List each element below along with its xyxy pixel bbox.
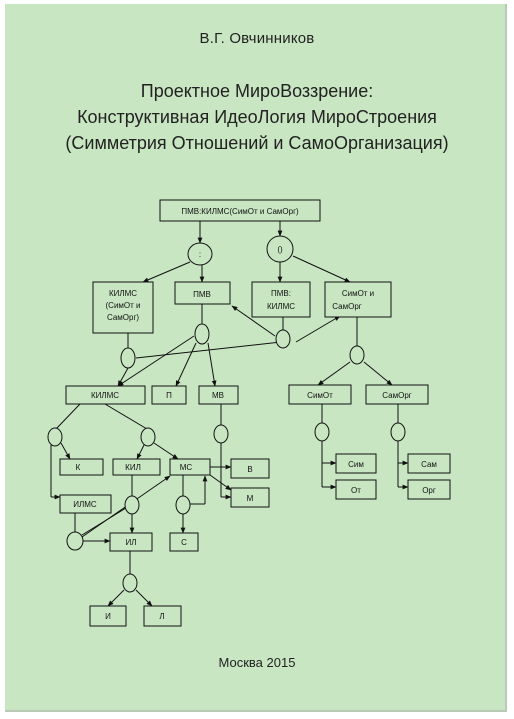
box-s-label: С [181, 538, 187, 547]
box-sim [335, 453, 377, 474]
box-v [230, 458, 270, 479]
title-line-2: Конструктивная ИдеоЛогия МироСтроения [77, 107, 437, 127]
node-mv-split [213, 424, 229, 444]
box-m [230, 487, 270, 508]
node-colon-label: : [199, 250, 201, 259]
box-l-label: Л [159, 612, 164, 621]
box-pmv-kilms [251, 281, 311, 318]
box-simot [288, 384, 352, 405]
book-title: Проектное МироВоззрение: Конструктивная … [0, 78, 514, 156]
box-kilms-simot-samorg-line1: КИЛМС [109, 289, 137, 298]
box-sim-label: Сим [348, 460, 364, 469]
node-kil-join [124, 495, 140, 515]
box-ilms-label: ИЛМС [73, 500, 97, 509]
box-k-label: К [76, 463, 81, 472]
node-colon [187, 242, 213, 266]
box-mv [198, 385, 239, 405]
box-kilms-simot-samorg [92, 281, 154, 334]
node-kilms-left [47, 427, 63, 447]
box-m-label: М [247, 494, 254, 503]
node-paren-label: () [277, 245, 283, 254]
box-l [143, 605, 182, 627]
box-pmv-kilms-line1: ПМВ: [271, 289, 291, 298]
node-ms-join [175, 495, 191, 515]
box-kilms [65, 385, 146, 405]
diagram-connectors [50, 221, 409, 607]
book-cover [5, 4, 507, 712]
box-s [169, 532, 199, 552]
box-ilms [59, 494, 112, 514]
box-k [59, 458, 104, 476]
box-kil [112, 458, 161, 476]
box-simot-samorg-line2: СамОрг [332, 302, 361, 311]
box-sam-label: Сам [421, 460, 437, 469]
box-pmv-label: ПМВ [193, 290, 211, 299]
node-pmv-split [194, 323, 210, 345]
box-p-label: П [166, 391, 172, 400]
box-simot-samorg [324, 281, 392, 318]
box-ot [335, 479, 377, 500]
box-simot-label: СимОт [307, 391, 333, 400]
box-i-label: И [105, 612, 111, 621]
box-samorg [365, 384, 429, 405]
box-pmv [174, 281, 231, 305]
node-simot-samorg-split [349, 345, 365, 365]
author-name: В.Г. Овчинников [199, 30, 315, 47]
title-line-3: (Симметрия Отношений и СамоОрганизация) [65, 133, 449, 153]
node-simot-split [314, 422, 330, 442]
box-v-label: В [247, 465, 252, 474]
box-ms [169, 458, 211, 476]
box-p [151, 385, 187, 405]
box-ot-label: От [351, 486, 361, 495]
node-paren [266, 235, 294, 263]
node-il-split [122, 573, 138, 593]
box-kilms-label: КИЛМС [91, 391, 119, 400]
publication-place-year: Москва 2015 [218, 655, 296, 670]
title-line-1: Проектное МироВоззрение: [140, 81, 374, 101]
node-samorg-split [390, 422, 406, 442]
node-kilms-simot-split [120, 347, 136, 369]
box-sam [407, 453, 451, 474]
box-il-label: ИЛ [126, 538, 137, 547]
node-kilms-right [140, 427, 156, 447]
box-root-label: ПМВ:КИЛМС(СимОт и СамОрг) [181, 207, 299, 216]
box-org [407, 479, 451, 500]
box-kilms-simot-samorg-line3: СамОрг) [107, 313, 139, 322]
box-org-label: Орг [422, 486, 436, 495]
node-pmv-kilms-join [275, 329, 291, 349]
box-mv-label: МВ [212, 391, 224, 400]
box-i [89, 605, 127, 627]
box-root [159, 199, 321, 222]
box-kilms-simot-samorg-line2: (СимОт и [106, 301, 141, 310]
box-simot-samorg-line1: СимОт и [342, 289, 374, 298]
box-pmv-kilms-line2: КИЛМС [267, 302, 295, 311]
node-ilms-join [66, 531, 84, 551]
box-il [109, 532, 153, 552]
box-ms-label: МС [180, 463, 193, 472]
box-samorg-label: СамОрг [382, 391, 411, 400]
box-kil-label: КИЛ [125, 463, 141, 472]
